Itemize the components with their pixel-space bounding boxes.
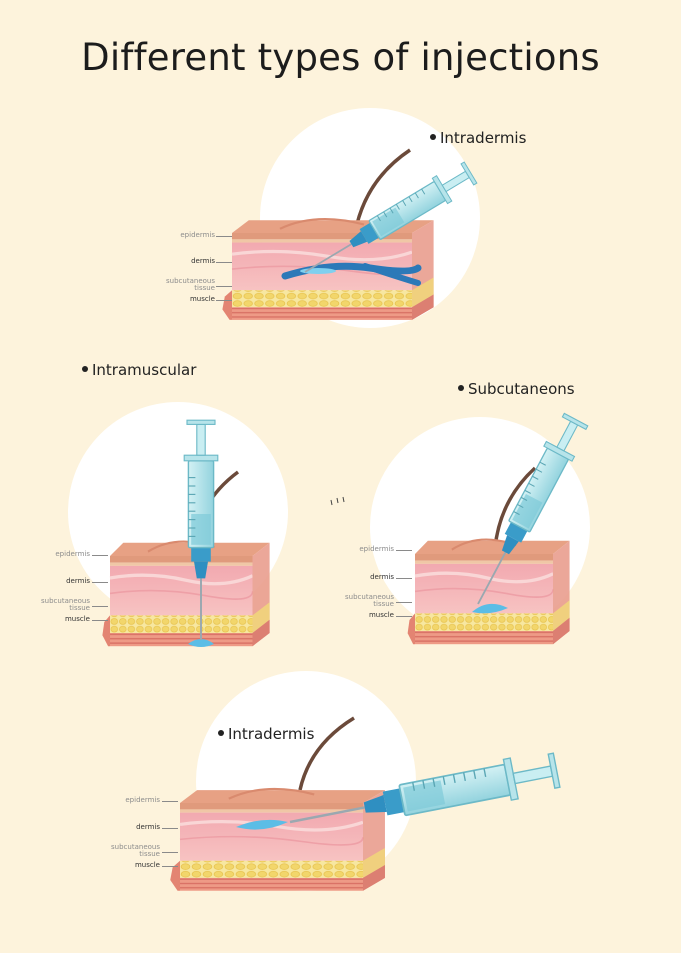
- leader-line: [162, 801, 178, 802]
- leader-line: [92, 606, 108, 607]
- skin-cross-section: [408, 540, 570, 645]
- leader-line: [162, 866, 178, 867]
- bullet-icon: [458, 385, 464, 391]
- layer-label-epidermis: epidermis: [125, 797, 160, 804]
- page-title: Different types of injections: [0, 36, 681, 79]
- leader-line: [396, 578, 412, 579]
- leader-line: [216, 300, 232, 301]
- panel-label-text: Intradermis: [440, 129, 526, 147]
- layer-label-muscle: muscle: [65, 616, 90, 623]
- panel-bottom-illustration: [170, 671, 560, 891]
- panel-label-bottom: Intradermis: [218, 725, 314, 743]
- bullet-icon: [82, 366, 88, 372]
- panel-right-illustration: [370, 412, 590, 644]
- layer-label-muscle: muscle: [369, 612, 394, 619]
- layer-label-dermis: dermis: [136, 824, 160, 831]
- leader-line: [216, 236, 232, 237]
- bullet-icon: [218, 730, 224, 736]
- layer-label-muscle: muscle: [190, 296, 215, 303]
- layer-label-dermis: dermis: [191, 258, 215, 265]
- layer-label-epidermis: epidermis: [180, 232, 215, 239]
- leader-line: [216, 286, 232, 287]
- panel-label-text: Subcutaneons: [468, 380, 575, 398]
- panel-label-right: Subcutaneons: [458, 380, 575, 398]
- leader-line: [396, 602, 412, 603]
- panel-left-illustration: [68, 402, 288, 647]
- bullet-icon: [430, 134, 436, 140]
- layer-label-subcutaneous: subcutaneous tissue: [100, 844, 160, 858]
- layer-label-subcutaneous: subcutaneous tissue: [334, 594, 394, 608]
- leader-line: [162, 828, 178, 829]
- layer-label-epidermis: epidermis: [55, 551, 90, 558]
- layer-label-subcutaneous: subcutaneous tissue: [155, 278, 215, 292]
- leader-line: [396, 550, 412, 551]
- decorative-marks: [331, 497, 344, 505]
- leader-line: [92, 555, 108, 556]
- leader-line: [92, 582, 108, 583]
- layer-label-dermis: dermis: [370, 574, 394, 581]
- layer-label-epidermis: epidermis: [359, 546, 394, 553]
- leader-line: [92, 620, 108, 621]
- leader-line: [162, 852, 178, 853]
- panel-label-text: Intradermis: [228, 725, 314, 743]
- layer-label-dermis: dermis: [66, 578, 90, 585]
- panel-label-text: Intramuscular: [92, 361, 196, 379]
- panel-label-top: Intradermis: [430, 129, 526, 147]
- skin-cross-section: [102, 542, 269, 647]
- skin-cross-section: [170, 789, 385, 891]
- layer-label-muscle: muscle: [135, 862, 160, 869]
- leader-line: [396, 616, 412, 617]
- layer-label-subcutaneous: subcutaneous tissue: [30, 598, 90, 612]
- leader-line: [216, 262, 232, 263]
- panel-label-left: Intramuscular: [82, 361, 196, 379]
